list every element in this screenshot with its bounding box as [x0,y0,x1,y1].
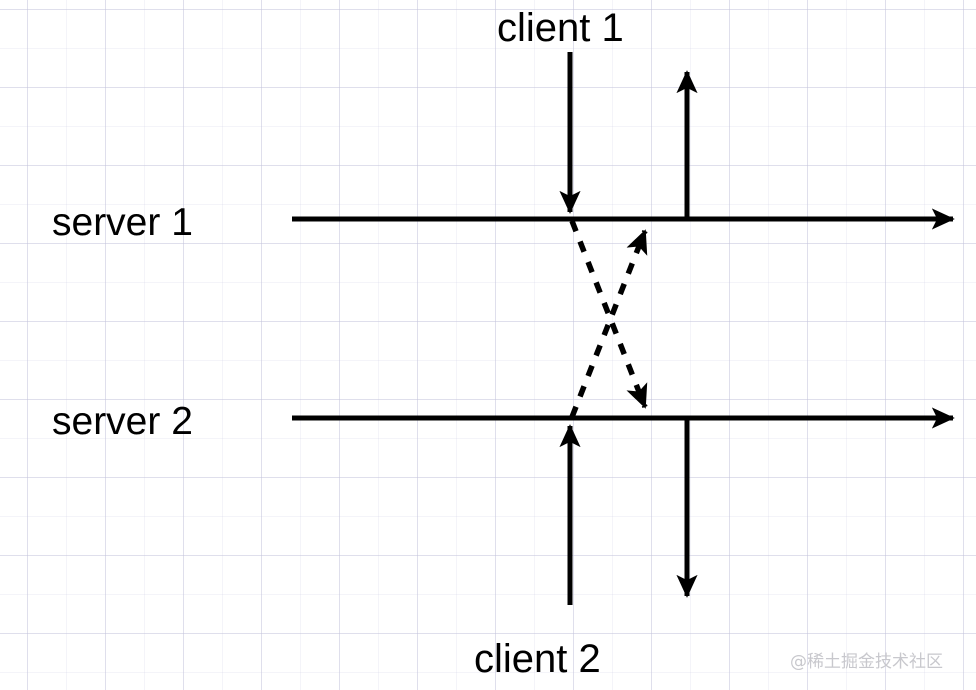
message-arrow-server1-to-server2 [569,219,648,409]
message-arrow-server2-to-server1 [569,229,648,419]
client-2-label: client 2 [474,637,601,681]
site-watermark: @稀土掘金技术社区 [790,652,943,672]
server-2-label: server 2 [52,400,193,443]
server-1-label: server 1 [52,201,193,244]
client-1-label: client 1 [497,6,624,50]
